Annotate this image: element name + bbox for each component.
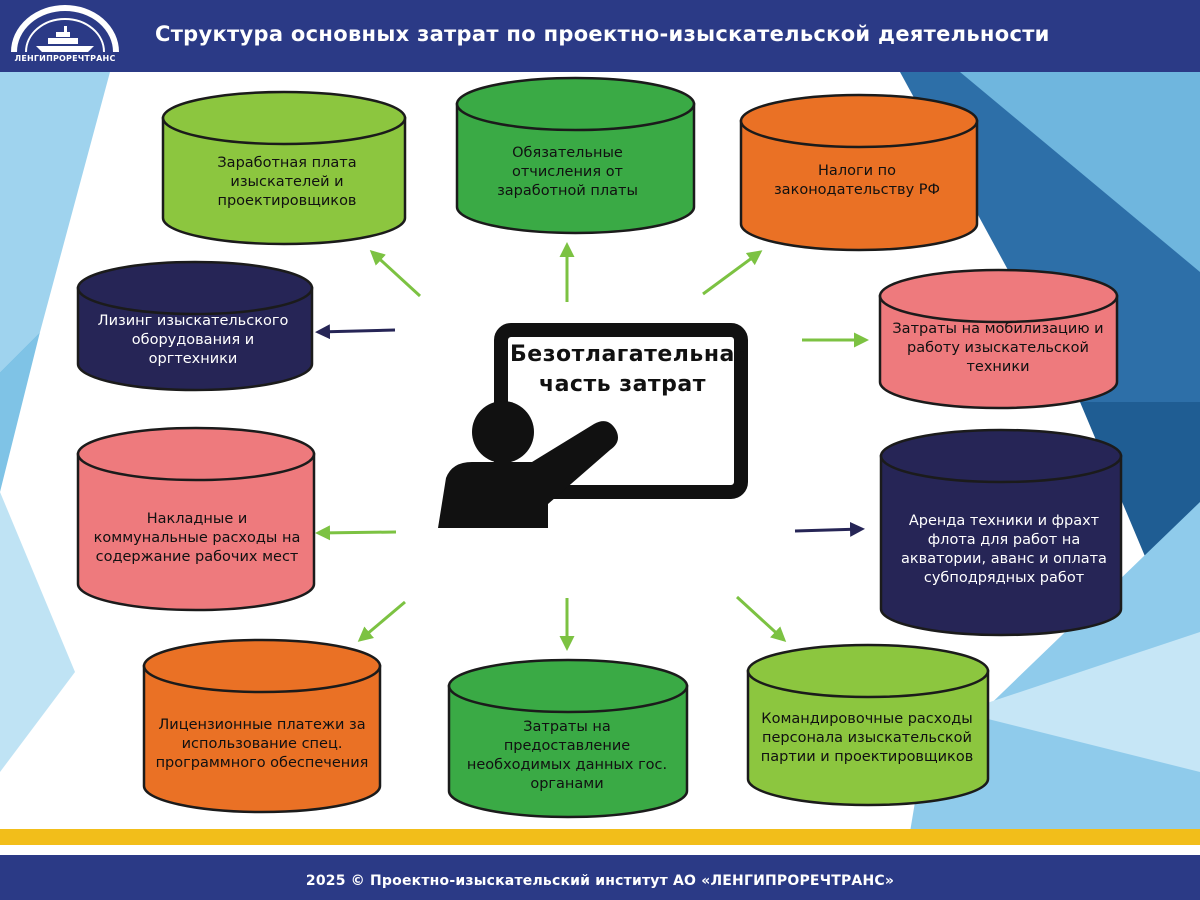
cylinder-licenses bbox=[142, 638, 382, 814]
cylinder-mobilization bbox=[878, 268, 1119, 410]
block-label-travel: Командировочные расходы персонала изыска… bbox=[760, 710, 974, 765]
cylinder-rental bbox=[879, 428, 1123, 637]
block-label-overhead: Накладные и коммунальные расходы на соде… bbox=[93, 510, 301, 565]
center-title-line1: Безотлагательная bbox=[510, 342, 750, 367]
background-decor bbox=[0, 72, 1200, 832]
block-label-salary: Заработная плата изыскателей и проектиро… bbox=[217, 154, 357, 209]
block-label-taxes: Налоги по законодательству РФ bbox=[773, 163, 941, 198]
cylinder-salary bbox=[161, 90, 407, 246]
presenter-at-board-icon bbox=[438, 323, 748, 528]
yellow-stripe bbox=[0, 829, 1200, 845]
company-logo: ЛЕНГИПРОРЕЧТРАНС bbox=[6, 2, 124, 70]
ship-arch-icon bbox=[11, 5, 119, 53]
cylinder-travel bbox=[746, 643, 990, 807]
page-title: Структура основных затрат по проектно-из… bbox=[155, 22, 1050, 46]
block-label-rental: Аренда техники и фрахт флота для работ н… bbox=[901, 513, 1107, 586]
logo-text: ЛЕНГИПРОРЕЧТРАНС bbox=[14, 54, 116, 63]
center-title-line2: часть затрат bbox=[538, 372, 707, 397]
center-board-text: Безотлагательная часть затрат bbox=[510, 340, 750, 400]
arrow-to-taxes bbox=[702, 250, 763, 296]
arrow-to-licenses bbox=[357, 600, 406, 642]
arrow-to-travel bbox=[735, 595, 787, 643]
block-label-mobilization: Затраты на мобилизацию и работу изыскате… bbox=[892, 320, 1104, 375]
footer-copyright: 2025 © Проектно-изыскательский институт … bbox=[305, 873, 895, 889]
block-label-licenses: Лицензионные платежи за использование сп… bbox=[155, 716, 369, 771]
block-label-deductions: Обязательные отчисления от заработной пл… bbox=[497, 144, 638, 199]
footer-bar: 2025 © Проектно-изыскательский институт … bbox=[0, 855, 1200, 900]
block-label-leasing: Лизинг изыскательского оборудования и ор… bbox=[97, 312, 289, 367]
cylinder-overhead bbox=[76, 426, 316, 612]
block-label-state-data: Затраты на предоставление необходимых да… bbox=[466, 719, 668, 792]
arrow-to-salary bbox=[369, 249, 422, 298]
arrow-to-rental bbox=[794, 521, 865, 537]
arrow-to-overhead bbox=[315, 525, 397, 541]
cylinder-taxes bbox=[739, 93, 979, 252]
arrow-to-leasing bbox=[315, 324, 396, 340]
cylinder-leasing bbox=[76, 260, 314, 392]
cylinder-state-data bbox=[447, 658, 689, 819]
header-bar: ЛЕНГИПРОРЕЧТРАНС Структура основных затр… bbox=[0, 0, 1200, 72]
cylinder-deductions bbox=[455, 76, 696, 235]
